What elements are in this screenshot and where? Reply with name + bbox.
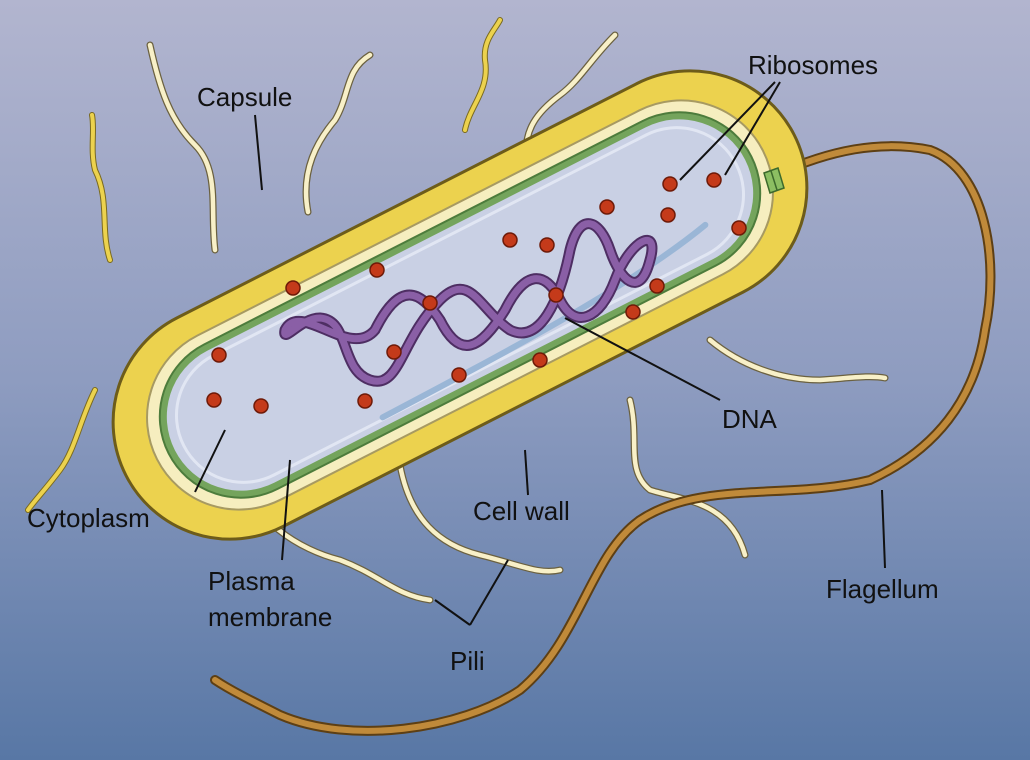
ribosome-dot [599, 199, 615, 215]
ribosome-dot [706, 172, 722, 188]
plasma-membrane-label-line1: Plasma [208, 566, 295, 596]
ribosomes-group [206, 172, 747, 414]
ribosome-dot [548, 287, 564, 303]
flagellum-hook [763, 167, 785, 194]
pili-leader-2 [469, 559, 509, 626]
cytoplasm-label: Cytoplasm [27, 503, 150, 533]
ribosome-dot [451, 367, 467, 383]
pili-label: Pili [450, 646, 485, 676]
ribosome-dot [662, 176, 678, 192]
flagellum-label: Flagellum [826, 574, 939, 604]
pili-leader-1 [434, 599, 471, 626]
ribosome-dot [625, 304, 641, 320]
dna-label: DNA [722, 404, 778, 434]
flagellum-leader [881, 489, 886, 569]
ribosome-dot [357, 393, 373, 409]
ribosome-dot [211, 347, 227, 363]
capsule-leader [254, 114, 263, 191]
ribosome-dot [369, 262, 385, 278]
ribosome-dot [422, 295, 438, 311]
plasma-membrane-label-line2: membrane [208, 602, 332, 632]
ribosome-dot [532, 352, 548, 368]
capsule-label: Capsule [197, 82, 292, 112]
plasma-membrane-leader [281, 459, 291, 561]
dna-leader [564, 317, 721, 401]
labels: Capsule Ribosomes DNA Cytoplasm Cell wal… [27, 50, 939, 676]
ribosome-dot [206, 392, 222, 408]
ribosome-dot [731, 220, 747, 236]
flagellum [210, 141, 996, 736]
ribosomes-label: Ribosomes [748, 50, 878, 80]
pili-group [25, 17, 889, 604]
cell-wall-label: Cell wall [473, 496, 570, 526]
ribosome-dot [660, 207, 676, 223]
ribosome-dot [253, 398, 269, 414]
ribosome-dot [386, 344, 402, 360]
ribosomes-leader-2 [724, 81, 781, 176]
ribosome-dot [502, 232, 518, 248]
cell-wall-leader [524, 449, 529, 496]
ribosome-dot [649, 278, 665, 294]
ribosomes-leader-1 [679, 81, 776, 181]
leader-lines [194, 81, 886, 626]
dna-strand [279, 218, 658, 387]
ribosome-dot [285, 280, 301, 296]
ribosome-dot [539, 237, 555, 253]
cytoplasm-leader [194, 429, 226, 493]
